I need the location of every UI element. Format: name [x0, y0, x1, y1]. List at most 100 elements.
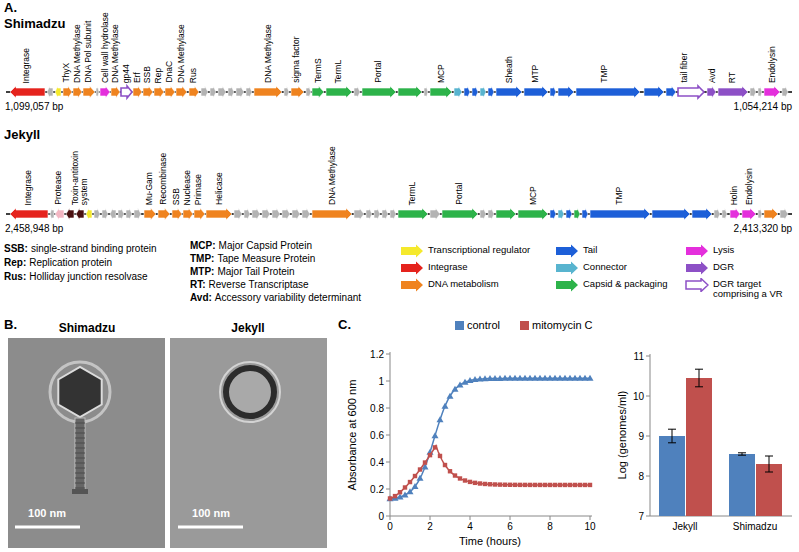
figure-label: TMP:	[190, 253, 214, 264]
gene-arrow	[234, 208, 242, 220]
data-marker	[513, 483, 517, 487]
figure-label: 0	[387, 521, 393, 532]
bar	[659, 436, 685, 516]
figure-label: sigma factor	[292, 37, 301, 83]
figure-label: single-strand binding protein	[31, 243, 157, 254]
data-marker	[433, 445, 437, 449]
gene-arrow	[707, 86, 716, 98]
gene-arrow	[382, 208, 388, 220]
figure-label: Nuclease	[183, 170, 192, 205]
figure-label: Integrase	[24, 170, 33, 205]
figure-label: Portal	[455, 183, 464, 205]
tick	[386, 381, 390, 382]
gene-arrow	[262, 208, 270, 220]
gene-arrow	[10, 208, 48, 220]
gene-arrow	[176, 86, 187, 98]
gene-arrow	[550, 86, 556, 98]
figure-label: Tape Measure Protein	[217, 253, 315, 264]
legend-text: Lysis	[713, 245, 734, 255]
tail-stripe	[75, 453, 85, 454]
figure-label: Jekyll	[4, 128, 40, 142]
legend-arrow	[401, 262, 423, 275]
data-marker	[463, 478, 467, 482]
tick	[550, 516, 551, 520]
bar	[686, 378, 712, 516]
gene-arrow	[201, 86, 208, 98]
gene-arrow	[326, 86, 352, 98]
data-marker	[388, 496, 392, 500]
gene-arrow	[764, 86, 780, 98]
data-marker	[467, 377, 474, 383]
gene-arrow	[430, 208, 440, 220]
figure-label: Jekyll	[231, 322, 264, 335]
figure-label: SSB:	[4, 243, 28, 254]
figure-label: 0.4	[370, 457, 384, 468]
gene-arrow	[302, 208, 310, 220]
tick	[386, 354, 390, 355]
figure-label: 10	[584, 521, 595, 532]
gene-arrow	[102, 208, 108, 220]
gene-arrow	[550, 208, 556, 220]
figure-label: 9	[638, 431, 644, 442]
gene-arrow	[100, 86, 110, 98]
figure-label: Absorbance at 600 nm	[346, 380, 358, 491]
data-marker	[432, 432, 439, 438]
figure-label: 0.6	[370, 430, 384, 441]
tick	[510, 516, 511, 520]
legend-arrow	[686, 262, 708, 275]
figure-label: Endolysin	[744, 168, 753, 205]
data-marker	[448, 469, 452, 473]
phage-baseplate	[72, 489, 88, 494]
tick	[386, 408, 390, 409]
tick	[646, 516, 650, 517]
gene-arrow	[73, 86, 82, 98]
gene-arrow	[312, 86, 324, 98]
data-marker	[488, 482, 492, 486]
figure-label: Major Capsid Protein	[219, 240, 312, 251]
tail-stripe	[75, 478, 85, 479]
figure-label: Recombinase	[159, 153, 168, 205]
error-cap	[695, 386, 703, 387]
figure-label: 1.2	[370, 349, 384, 360]
error-cap	[668, 429, 676, 430]
figure-label: Shimadzu	[59, 322, 116, 335]
gene-arrow	[652, 208, 690, 220]
gene-arrow	[398, 208, 428, 220]
gene-arrow	[374, 208, 380, 220]
legend-arrow	[686, 279, 708, 292]
data-marker	[428, 453, 432, 457]
tick	[646, 436, 650, 437]
gene-arrow	[430, 86, 452, 98]
figure-label: 8	[547, 521, 553, 532]
data-marker	[563, 483, 567, 487]
figure-label: Jekyll	[672, 521, 697, 532]
figure-label: Reverse Transcriptase	[209, 279, 309, 290]
error-bar	[672, 429, 673, 443]
figure-label: Accessory variability determinant	[215, 292, 361, 303]
gene-arrow	[96, 86, 99, 98]
error-cap	[765, 456, 773, 457]
error-cap	[738, 452, 746, 453]
data-marker	[503, 483, 507, 487]
figure-label: Toxin-antitoxin system	[71, 143, 90, 205]
figure-label: tail fiber	[680, 53, 689, 83]
gene-arrow	[218, 86, 226, 98]
gene-arrow	[228, 86, 234, 98]
figure-label: Cell wall hydrolase	[100, 12, 109, 83]
gene-arrow	[718, 86, 748, 98]
gene-arrow	[291, 86, 304, 98]
data-marker	[498, 482, 502, 486]
gene-arrow	[210, 86, 216, 98]
gene-arrow	[121, 86, 132, 98]
tail-stripe	[75, 463, 85, 464]
data-marker	[528, 483, 532, 487]
legend-text: Integrase	[428, 262, 468, 272]
data-marker	[398, 490, 402, 494]
figure-label: Mu-Gam	[145, 172, 154, 205]
figure-label: 100 nm	[28, 507, 66, 519]
figure-label: MCP	[436, 64, 445, 83]
gene-arrow	[524, 86, 548, 98]
figure-label: ThyX	[62, 63, 71, 83]
scale-bar	[178, 526, 243, 529]
bar	[729, 454, 755, 516]
